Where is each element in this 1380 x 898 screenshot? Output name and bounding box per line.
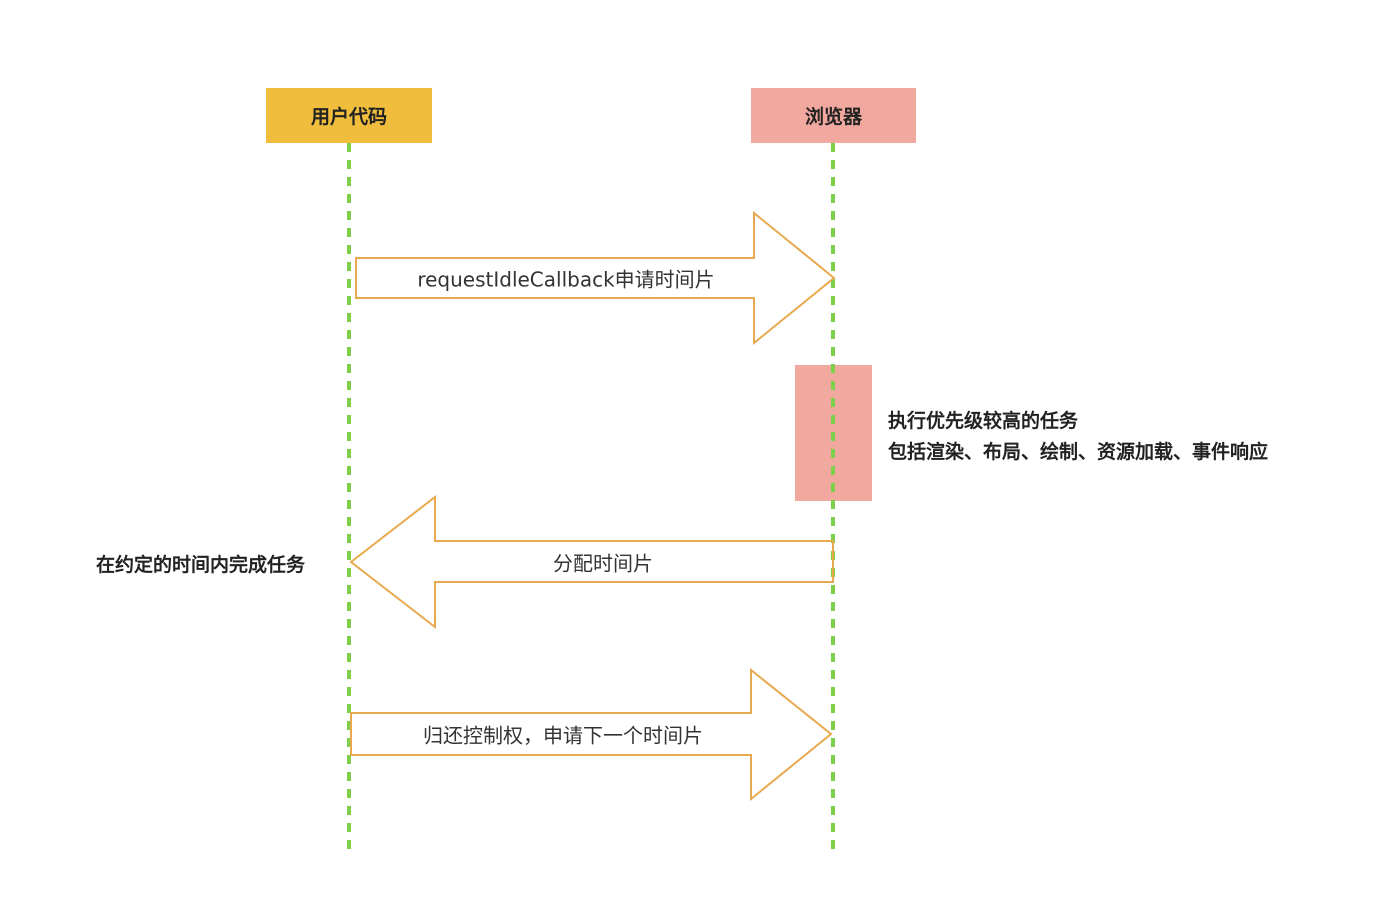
- browser-actor-label: 浏览器: [804, 106, 862, 128]
- request-arrow-label: requestIdleCallback申请时间片: [417, 267, 715, 292]
- browser-actor: 浏览器: [751, 88, 916, 143]
- user-task-note: 在约定的时间内完成任务: [96, 554, 306, 576]
- allocate-arrow-label: 分配时间片: [553, 551, 653, 576]
- user-code-actor-label: 用户代码: [310, 106, 387, 128]
- browser-task-note-line-1: 执行优先级较高的任务: [888, 410, 1079, 432]
- allocate-arrow: [349, 494, 834, 630]
- return-control-arrow-label: 归还控制权，申请下一个时间片: [423, 723, 703, 748]
- browser-task-note-line-2: 包括渲染、布局、绘制、资源加载、事件响应: [888, 441, 1269, 463]
- request-arrow: [355, 210, 836, 346]
- user-code-actor: 用户代码: [266, 88, 432, 143]
- return-control-arrow: [350, 667, 833, 802]
